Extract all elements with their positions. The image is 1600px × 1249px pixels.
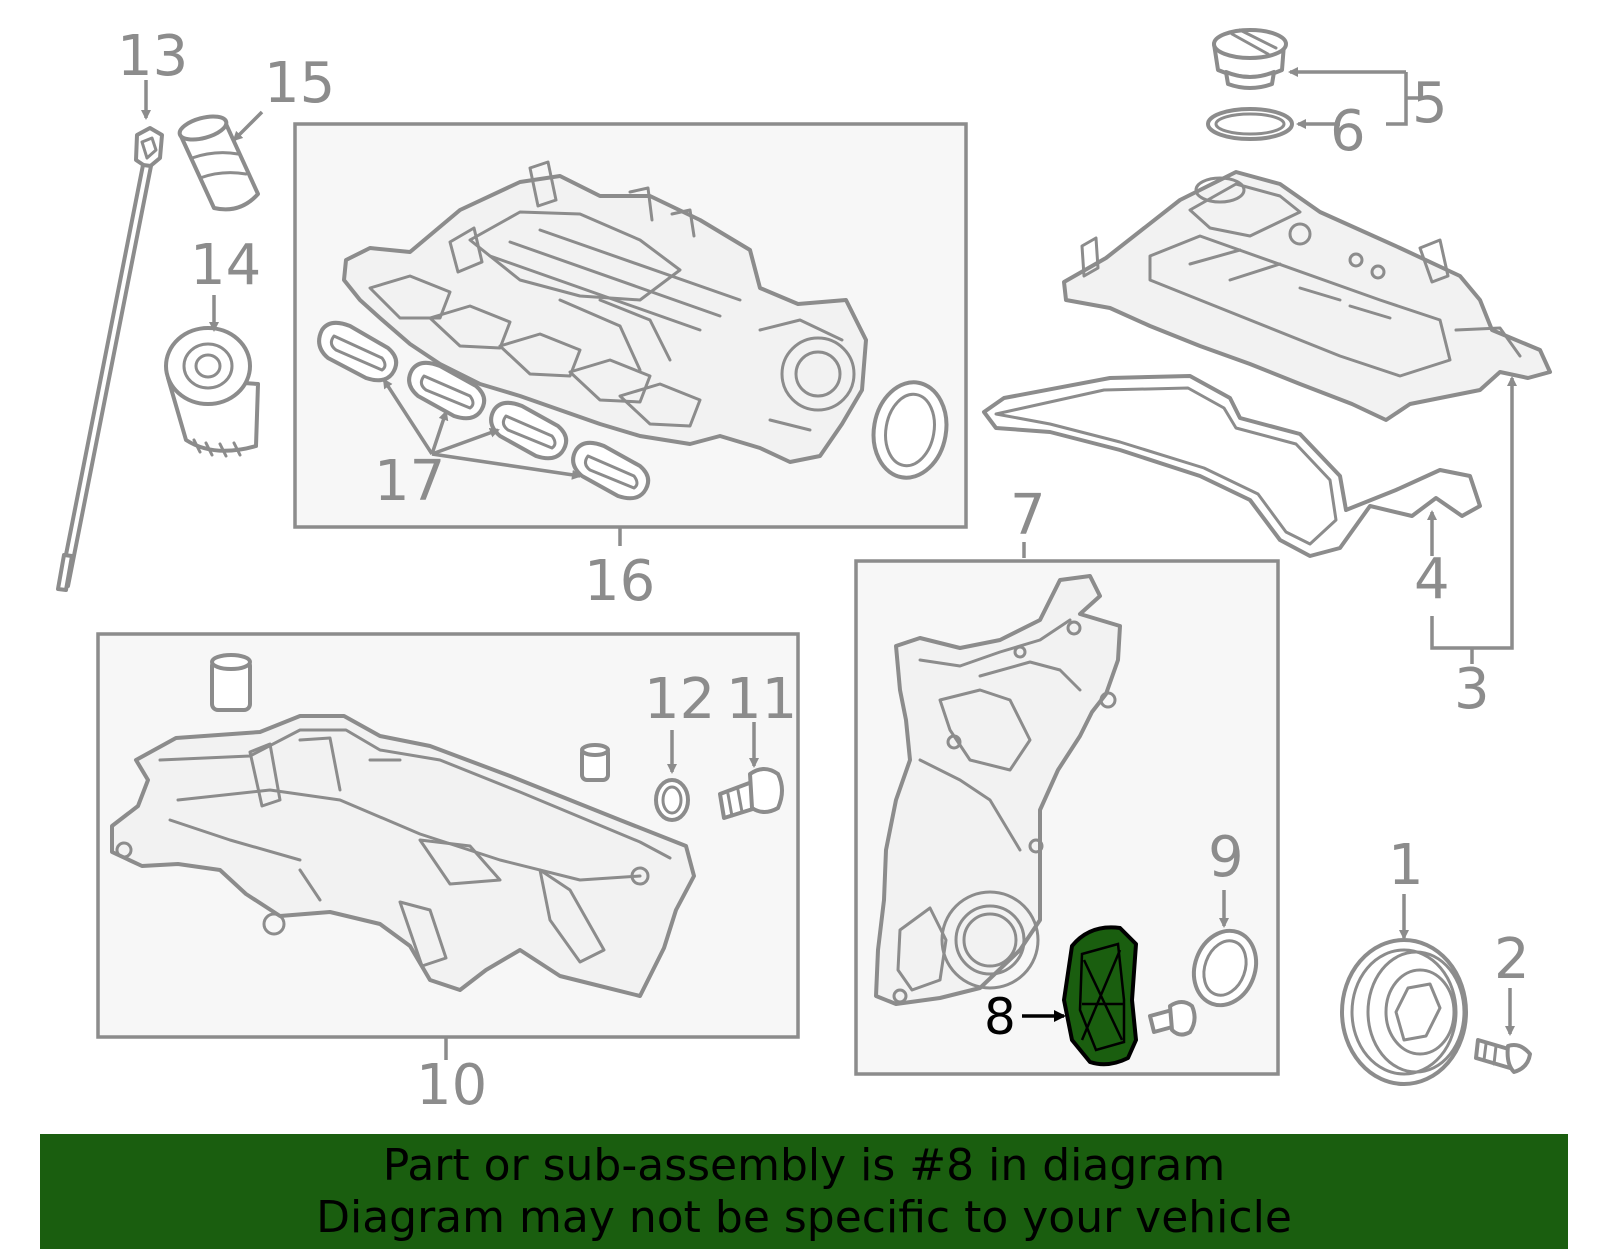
callout-3: 3 bbox=[1454, 657, 1490, 722]
callout-7: 7 bbox=[1010, 483, 1046, 548]
callout-6: 6 bbox=[1330, 99, 1366, 164]
callout-14: 14 bbox=[190, 233, 261, 298]
valve-cover-part bbox=[1062, 170, 1552, 422]
callout-2: 2 bbox=[1494, 927, 1530, 992]
callout-1: 1 bbox=[1388, 833, 1424, 898]
crankshaft-oil-seal-part bbox=[1191, 928, 1259, 1008]
valve-cover-gasket-part bbox=[982, 374, 1482, 558]
callout-8: 8 bbox=[984, 988, 1016, 1046]
drain-plug-part bbox=[718, 767, 784, 820]
intake-manifold-part bbox=[342, 160, 868, 464]
dipstick-part bbox=[56, 126, 164, 592]
callout-12: 12 bbox=[644, 667, 715, 732]
callout-17: 17 bbox=[374, 449, 445, 514]
highlighted-part-8 bbox=[1062, 925, 1138, 1067]
callout-9: 9 bbox=[1208, 825, 1244, 890]
oil-filter-part bbox=[164, 326, 260, 458]
callout-16: 16 bbox=[584, 549, 655, 614]
callout-15: 15 bbox=[264, 51, 335, 116]
pulley-bolt-part bbox=[1474, 1038, 1532, 1074]
callout-4: 4 bbox=[1414, 547, 1450, 612]
throttle-body-gasket bbox=[871, 380, 949, 480]
intake-gaskets-part bbox=[317, 320, 651, 501]
info-banner: Part or sub-assembly is #8 in diagram Di… bbox=[40, 1134, 1568, 1249]
crankshaft-pulley-part bbox=[1340, 938, 1468, 1086]
callout-13: 13 bbox=[117, 24, 188, 89]
callout-5: 5 bbox=[1412, 71, 1448, 136]
banner-line-disclaimer: Diagram may not be specific to your vehi… bbox=[316, 1191, 1292, 1243]
timing-chain-cover-part bbox=[874, 574, 1122, 1006]
callout-10: 10 bbox=[416, 1053, 487, 1118]
oil-pan-part bbox=[110, 653, 696, 998]
timing-cover-bolt-part bbox=[1148, 1000, 1197, 1037]
oil-filler-cap-part bbox=[1212, 28, 1288, 90]
oil-filter-element-part bbox=[177, 114, 260, 212]
drain-plug-washer-part bbox=[654, 778, 690, 822]
banner-line-part-number: Part or sub-assembly is #8 in diagram bbox=[382, 1139, 1226, 1191]
callout-11: 11 bbox=[726, 667, 797, 732]
